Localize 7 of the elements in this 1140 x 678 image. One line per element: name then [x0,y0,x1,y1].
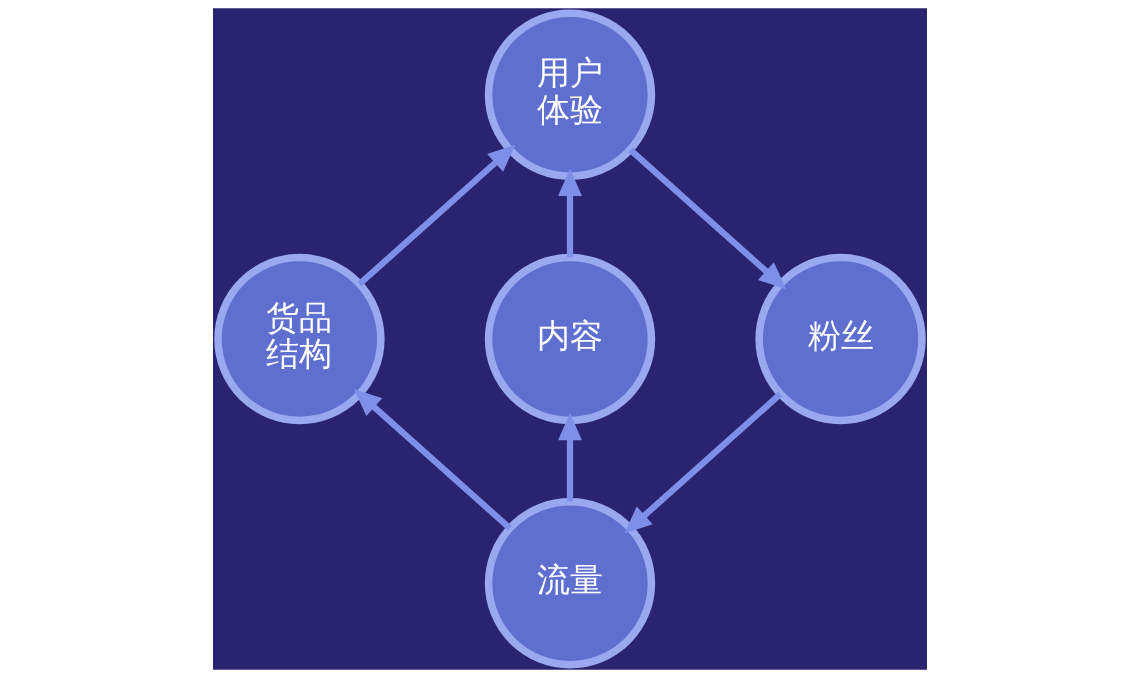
arrow [357,144,516,287]
arrow [558,412,582,502]
arrow [354,389,512,531]
arrow [628,147,787,290]
arrow [558,168,582,258]
node-circle: 内容 [484,253,656,425]
arrow [624,391,783,534]
